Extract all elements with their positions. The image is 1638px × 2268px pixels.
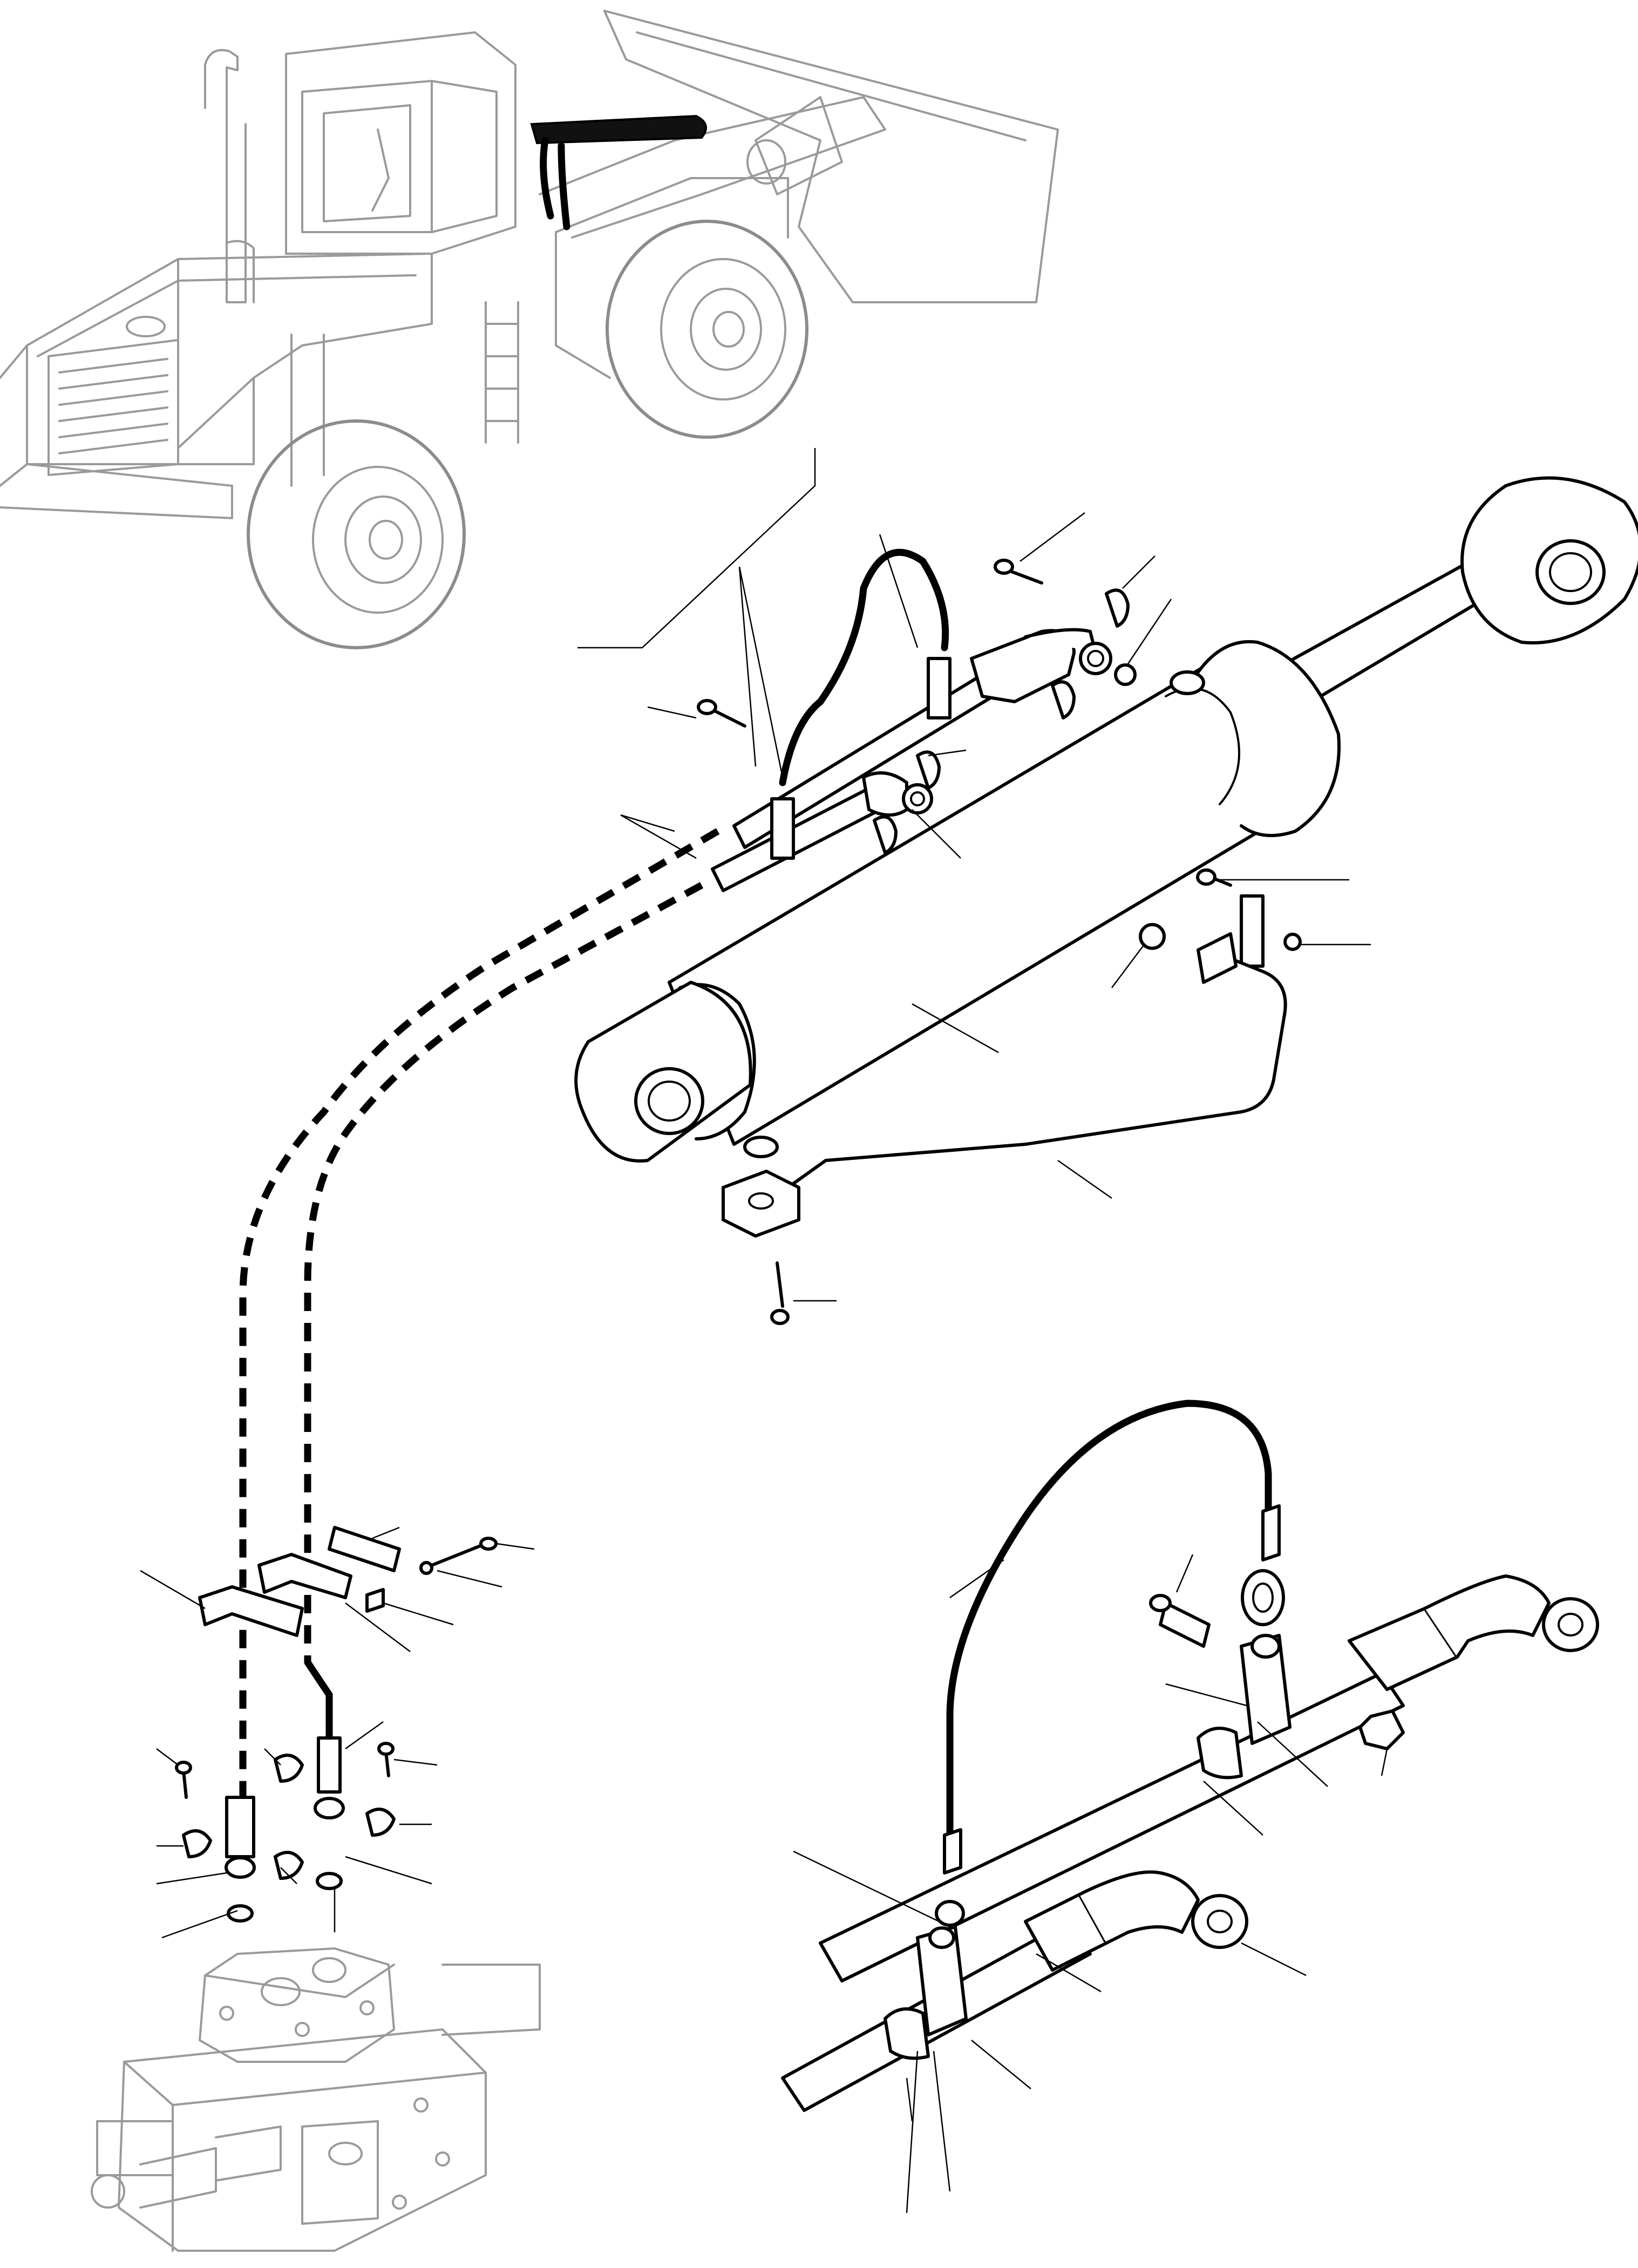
highlighted-cylinder-location — [530, 114, 707, 145]
upper-pipe-assembly — [697, 548, 1302, 1325]
fitting-left — [225, 1796, 255, 1858]
hydraulic-cylinder — [574, 476, 1638, 1163]
wheel-loader-illustration — [0, 10, 1059, 649]
detail-upper-flange — [1542, 1597, 1599, 1652]
detail-view — [781, 1400, 1599, 2112]
half-flange-valve-1 — [182, 1829, 212, 1858]
detail-upper-tube — [819, 1672, 1405, 1982]
highlighted-hoses — [540, 137, 570, 230]
clamp-lower — [770, 797, 795, 860]
rod-eye-bore — [1535, 539, 1606, 605]
detail-breather-hose — [946, 1400, 1272, 1860]
half-flange-1 — [1105, 588, 1130, 628]
dashed-hose-right — [304, 882, 704, 1662]
base-eye-bore — [634, 1067, 704, 1135]
valve-bolt-left — [182, 1769, 188, 1799]
dashed-hose-left — [239, 828, 720, 1808]
o-ring-valve-right — [316, 1872, 343, 1890]
cylinder-head-gland — [1191, 640, 1341, 837]
clamp-spacer — [365, 1588, 385, 1613]
hose-tail — [304, 1659, 333, 1747]
clamp-half-upper — [257, 1553, 352, 1599]
lower-hose-fitting — [862, 771, 908, 817]
control-valve-illustration — [91, 1947, 541, 2252]
return-line-flange-top — [1197, 932, 1238, 984]
upper-flange — [1079, 642, 1112, 675]
o-ring-bottom — [743, 1136, 779, 1158]
detail-lower-flange — [1191, 1894, 1248, 1949]
leader-lines — [140, 448, 1388, 2213]
half-flange-4 — [873, 815, 898, 854]
bracket-nut — [1283, 933, 1302, 951]
clamp-plate — [328, 1526, 401, 1572]
detail-upper-bend — [1423, 1574, 1551, 1659]
half-flange-3 — [916, 750, 941, 790]
detail-ring-terminal — [1241, 1569, 1285, 1626]
half-flange-valve-3 — [365, 1808, 396, 1837]
clamp-upper — [927, 657, 951, 719]
lower-flange — [902, 783, 933, 814]
mount-bracket — [1240, 894, 1265, 968]
return-line — [786, 948, 1287, 1189]
clamp-washer — [419, 1561, 433, 1575]
valve-fittings — [175, 1736, 396, 1923]
flange-bolt-bottom — [776, 1261, 784, 1308]
clamp-half-lower — [198, 1585, 304, 1637]
half-flange-valve-4 — [274, 1851, 304, 1880]
half-flange-valve-2 — [274, 1754, 304, 1783]
detail-bolt — [1159, 1601, 1211, 1648]
clamp-bolt — [430, 1542, 487, 1567]
detail-lower-bend — [1078, 1870, 1200, 1945]
o-ring-upper — [1114, 663, 1137, 686]
breather-hose — [779, 548, 949, 786]
dashed-hoses — [239, 828, 720, 1808]
hose-clamp-assembly — [198, 1526, 498, 1637]
fitting-right — [317, 1736, 342, 1794]
o-ring-mid — [1139, 923, 1166, 950]
half-flange-2 — [1051, 680, 1076, 719]
return-line-flange-bottom — [722, 1170, 800, 1238]
